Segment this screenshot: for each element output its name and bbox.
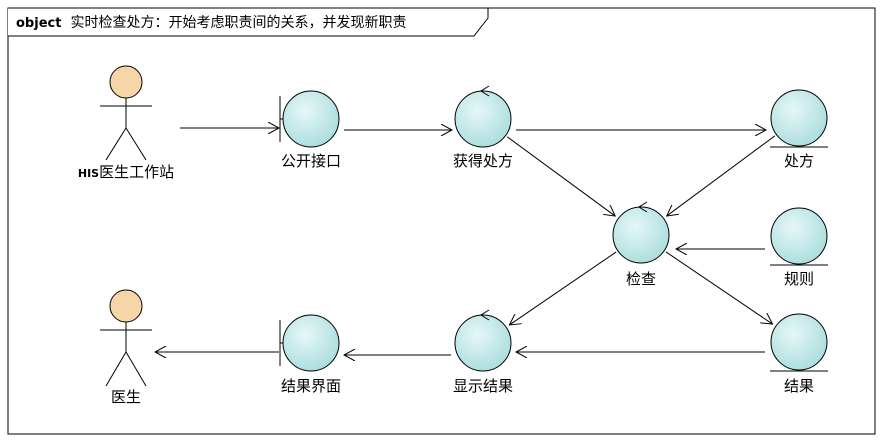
actor-leg-icon — [105, 127, 127, 161]
entity-circle-icon — [770, 89, 828, 147]
actor-leg-icon — [125, 127, 147, 161]
control-arrowhead-icon — [638, 201, 648, 213]
entity-result[interactable]: 结果 — [770, 313, 828, 395]
frame-keyword: object — [16, 16, 61, 31]
actor-his-prefix: HIS — [78, 167, 99, 180]
control-getrx-label: 获得处方 — [453, 152, 513, 170]
actor-doctor-label: 医生 — [111, 388, 141, 406]
control-circle-icon — [454, 314, 512, 372]
actor-head-icon — [109, 289, 143, 323]
control-arrowhead-icon — [480, 309, 490, 321]
actor-his-label: HIS医生工作站 — [78, 163, 174, 181]
actor-doctor[interactable]: 医生 — [100, 289, 152, 406]
actor-his-name: 医生工作站 — [99, 163, 174, 181]
connector-layer — [155, 128, 776, 355]
control-show-label: 显示结果 — [453, 377, 513, 395]
connector-check-to-result[interactable] — [665, 251, 773, 324]
entity-rule[interactable]: 规则 — [770, 207, 828, 288]
control-show[interactable]: 显示结果 — [453, 309, 513, 395]
frame-tab — [8, 7, 489, 37]
entity-result-label: 结果 — [784, 377, 814, 395]
actor-leg-icon — [125, 351, 147, 387]
connector-check-to-show[interactable] — [509, 251, 617, 325]
entity-rx[interactable]: 处方 — [770, 89, 828, 170]
entity-rule-label: 规则 — [784, 270, 814, 288]
actor-leg-icon — [105, 351, 127, 387]
entity-rx-label: 处方 — [784, 152, 814, 170]
boundary-resultui[interactable]: 结果界面 — [279, 314, 341, 395]
frame-title-text: 实时检查处方：开始考虑职责间的关系，并发现新职责 — [71, 15, 407, 31]
control-check[interactable]: 检查 — [612, 201, 670, 288]
control-getrx[interactable]: 获得处方 — [453, 85, 513, 170]
entity-circle-icon — [770, 313, 828, 371]
actor-head-icon — [109, 65, 143, 99]
boundary-circle-icon — [282, 314, 340, 372]
control-circle-icon — [454, 90, 512, 148]
boundary-api-label: 公开接口 — [281, 152, 341, 170]
entity-circle-icon — [770, 207, 828, 265]
control-check-label: 检查 — [626, 270, 656, 288]
boundary-circle-icon — [282, 90, 340, 148]
connector-getrx-to-check[interactable] — [506, 136, 615, 216]
boundary-resultui-label: 结果界面 — [281, 377, 341, 395]
diagram-frame — [7, 7, 876, 435]
boundary-api[interactable]: 公开接口 — [279, 90, 341, 170]
actor-his[interactable]: HIS医生工作站 — [78, 65, 174, 181]
control-arrowhead-icon — [480, 85, 490, 97]
frame-title: object 实时检查处方：开始考虑职责间的关系，并发现新职责 — [16, 12, 407, 31]
connector-rx-to-check[interactable] — [667, 135, 776, 216]
control-circle-icon — [612, 206, 670, 264]
